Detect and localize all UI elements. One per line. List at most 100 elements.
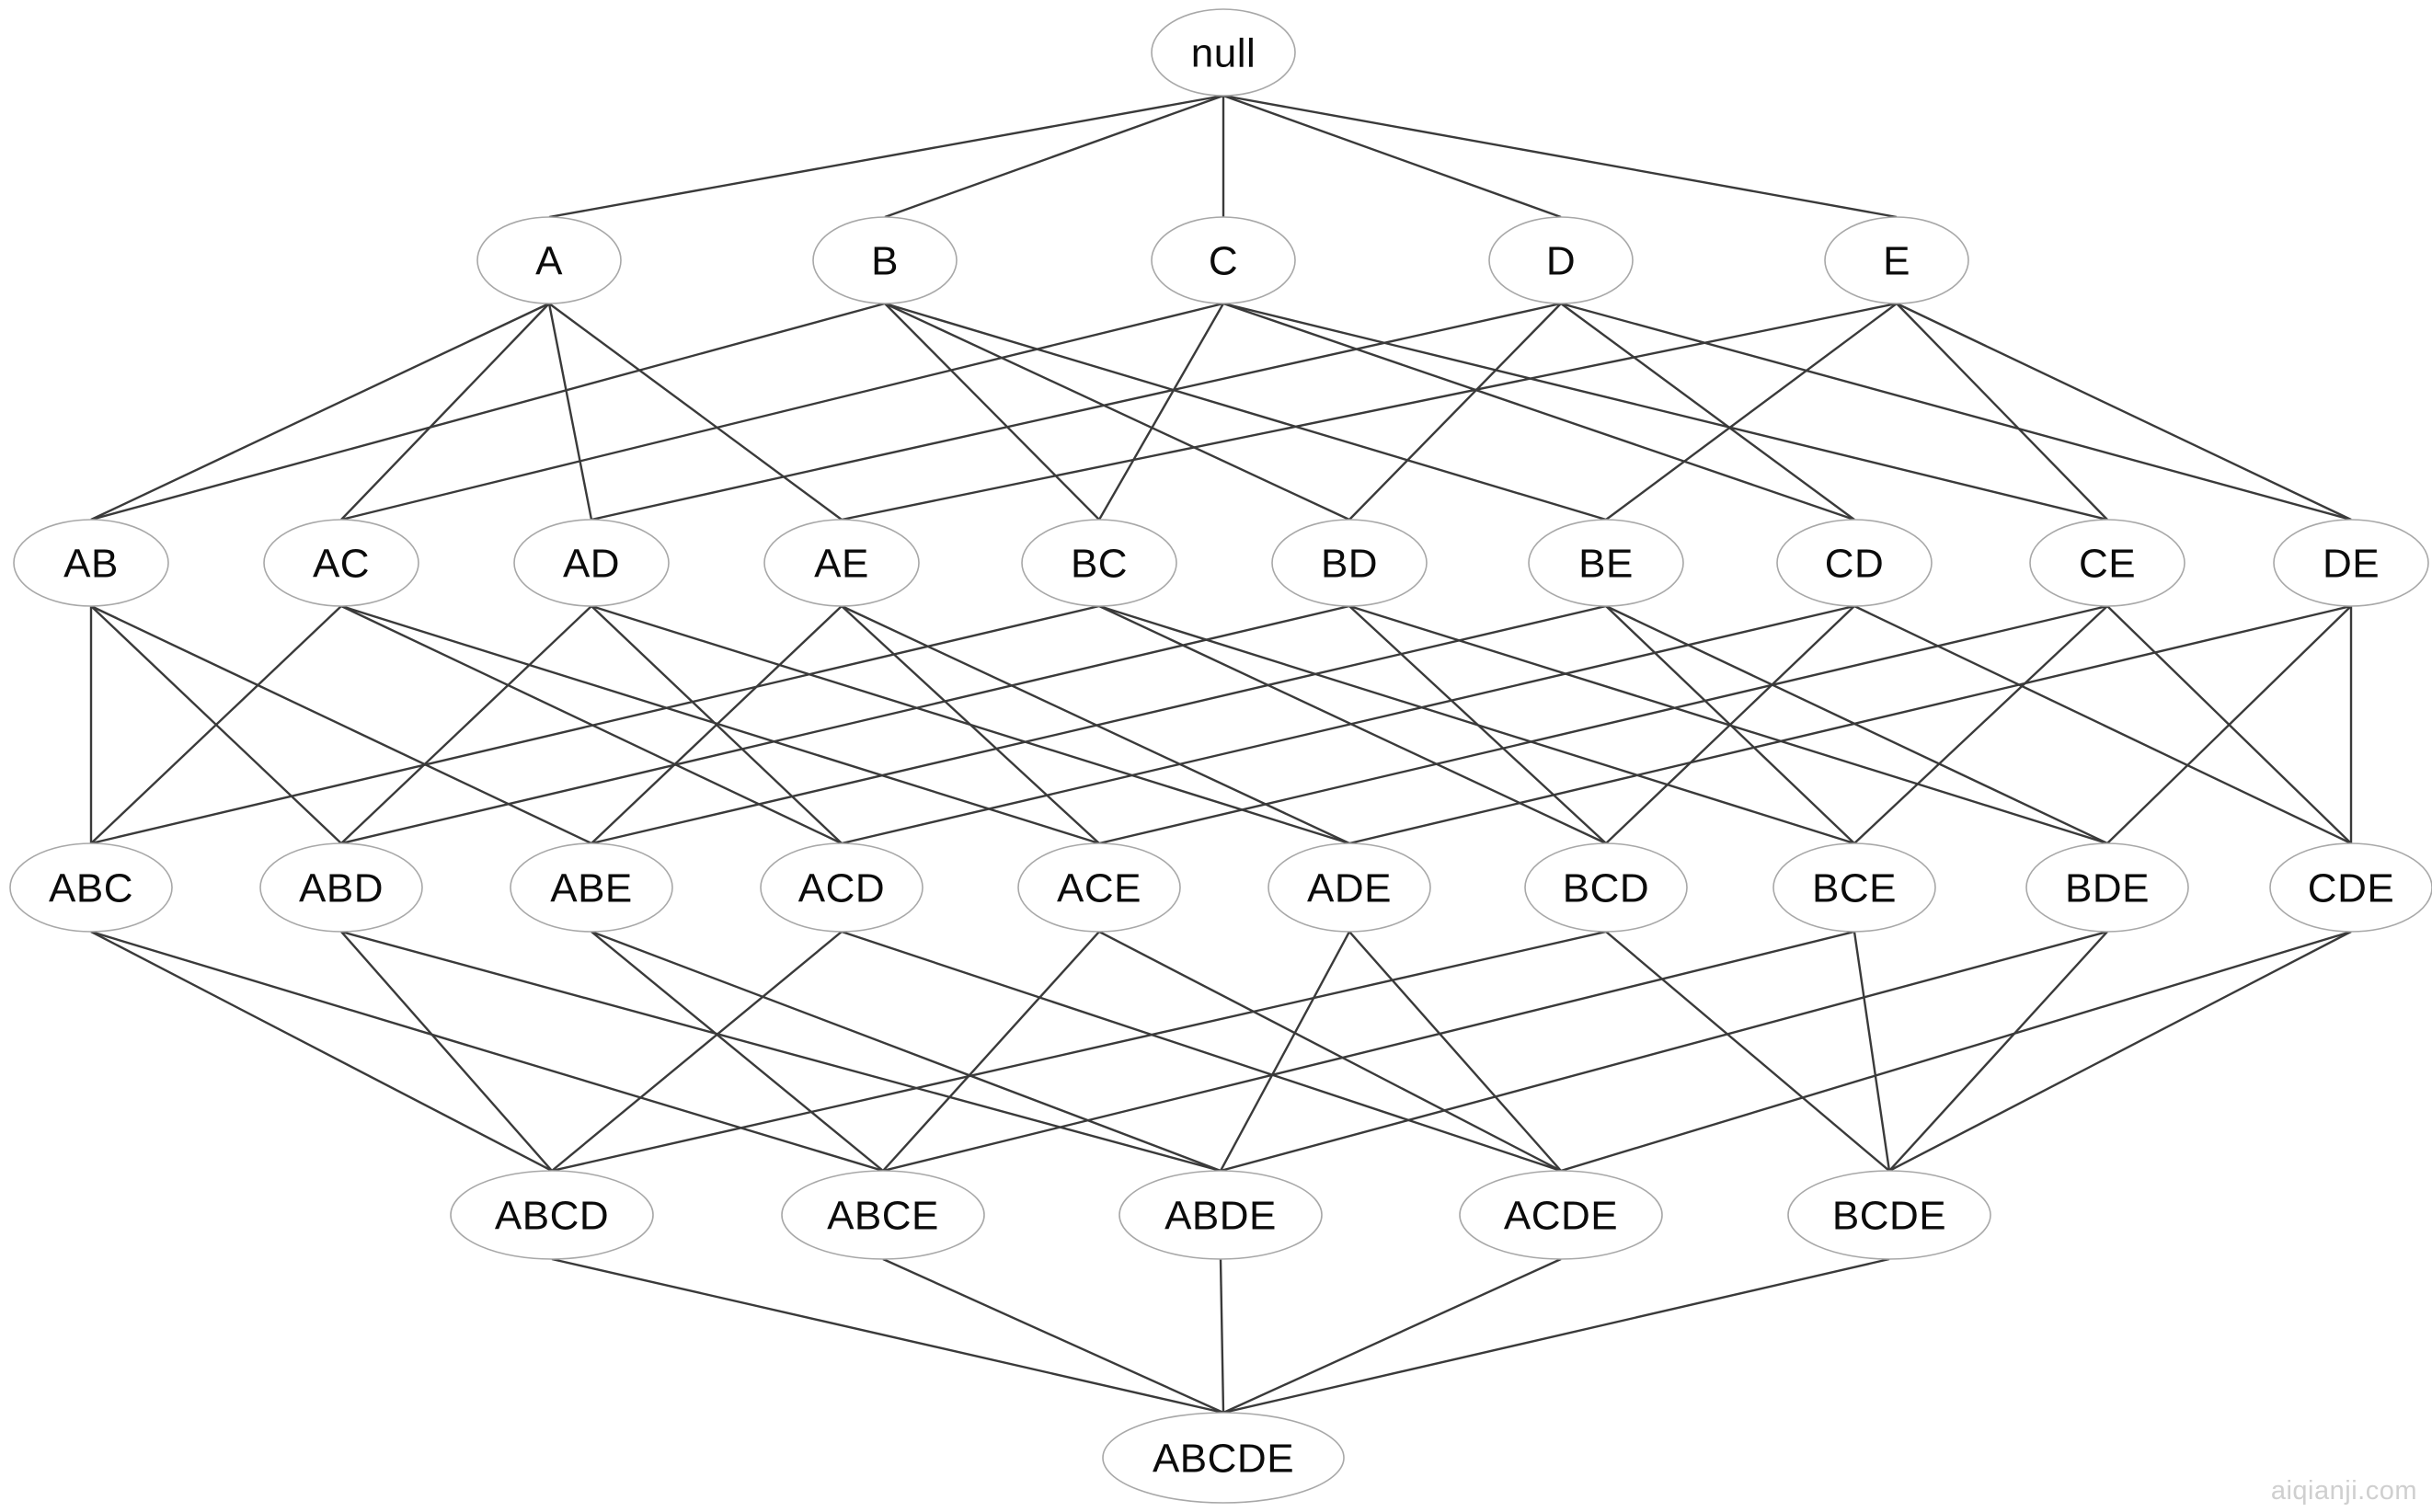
- lattice-edge: [882, 1257, 1224, 1415]
- lattice-edge: [340, 605, 592, 844]
- lattice-edge: [551, 1257, 1224, 1415]
- node-ellipse[interactable]: [760, 842, 923, 933]
- node-label: ABD: [299, 866, 384, 911]
- lattice-edge: [90, 930, 884, 1173]
- lattice-edge: [551, 930, 1607, 1173]
- node-label: BCE: [1812, 866, 1897, 911]
- lattice-node-d[interactable]: D: [1488, 216, 1634, 304]
- node-ellipse[interactable]: [1151, 216, 1296, 304]
- node-label: AB: [63, 542, 119, 587]
- node-ellipse[interactable]: [1017, 842, 1181, 933]
- node-ellipse[interactable]: [9, 842, 173, 933]
- node-ellipse[interactable]: [763, 519, 920, 607]
- node-label: ACD: [798, 866, 885, 911]
- node-ellipse[interactable]: [1528, 519, 1684, 607]
- lattice-edge: [1219, 931, 1351, 1172]
- lattice-node-bde[interactable]: BDE: [2025, 842, 2189, 933]
- node-label: ABE: [550, 866, 633, 911]
- node-ellipse[interactable]: [1787, 1170, 1991, 1260]
- node-ellipse[interactable]: [476, 216, 622, 304]
- lattice-node-cd[interactable]: CD: [1776, 519, 1933, 607]
- lattice-node-bcd[interactable]: BCD: [1524, 842, 1688, 933]
- node-ellipse[interactable]: [450, 1170, 654, 1260]
- node-ellipse[interactable]: [2025, 842, 2189, 933]
- lattice-node-ade[interactable]: ADE: [1268, 842, 1431, 933]
- node-label: BCDE: [1832, 1194, 1946, 1239]
- lattice-node-cde[interactable]: CDE: [2269, 842, 2432, 933]
- lattice-edge: [1222, 302, 2108, 521]
- lattice-edge: [882, 931, 1100, 1172]
- node-ellipse[interactable]: [263, 519, 419, 607]
- lattice-node-e[interactable]: E: [1824, 216, 1969, 304]
- lattice-node-abce[interactable]: ABCE: [781, 1170, 985, 1260]
- node-ellipse[interactable]: [1488, 216, 1634, 304]
- node-ellipse[interactable]: [1118, 1170, 1323, 1260]
- node-ellipse[interactable]: [1524, 842, 1688, 933]
- node-ellipse[interactable]: [2269, 842, 2432, 933]
- node-ellipse[interactable]: [1151, 8, 1296, 97]
- lattice-node-acd[interactable]: ACD: [760, 842, 923, 933]
- lattice-node-ac[interactable]: AC: [263, 519, 419, 607]
- node-label: AD: [563, 542, 620, 587]
- lattice-node-b[interactable]: B: [812, 216, 958, 304]
- node-ellipse[interactable]: [13, 519, 169, 607]
- lattice-node-ace[interactable]: ACE: [1017, 842, 1181, 933]
- lattice-node-abde[interactable]: ABDE: [1118, 1170, 1323, 1260]
- node-ellipse[interactable]: [1772, 842, 1936, 933]
- lattice-edge: [1888, 931, 2108, 1172]
- lattice-edge: [90, 605, 342, 844]
- lattice-edge: [1605, 604, 2108, 845]
- node-ellipse[interactable]: [1021, 519, 1177, 607]
- node-label: BDE: [2065, 866, 2150, 911]
- lattice-node-ce[interactable]: CE: [2029, 519, 2185, 607]
- lattice-edge: [841, 302, 1898, 521]
- lattice-node-abd[interactable]: ABD: [259, 842, 423, 933]
- node-label: ABC: [49, 866, 133, 911]
- lattice-node-de[interactable]: DE: [2273, 519, 2429, 607]
- node-ellipse[interactable]: [781, 1170, 985, 1260]
- lattice-edge: [1853, 605, 2108, 844]
- node-ellipse[interactable]: [2029, 519, 2185, 607]
- node-label: DE: [2323, 542, 2380, 587]
- node-label: ACE: [1057, 866, 1141, 911]
- node-ellipse[interactable]: [1268, 842, 1431, 933]
- lattice-node-ab[interactable]: AB: [13, 519, 169, 607]
- lattice-node-be[interactable]: BE: [1528, 519, 1684, 607]
- node-ellipse[interactable]: [510, 842, 673, 933]
- node-label: E: [1883, 239, 1910, 284]
- lattice-node-ae[interactable]: AE: [763, 519, 920, 607]
- node-label: CD: [1825, 542, 1885, 587]
- lattice-node-bcde[interactable]: BCDE: [1787, 1170, 1991, 1260]
- lattice-edge: [884, 94, 1224, 219]
- node-label: BD: [1321, 542, 1378, 587]
- node-ellipse[interactable]: [259, 842, 423, 933]
- node-ellipse[interactable]: [1459, 1170, 1663, 1260]
- lattice-node-abcd[interactable]: ABCD: [450, 1170, 654, 1260]
- lattice-node-bd[interactable]: BD: [1271, 519, 1428, 607]
- lattice-node-c[interactable]: C: [1151, 216, 1296, 304]
- lattice-node-bc[interactable]: BC: [1021, 519, 1177, 607]
- node-ellipse[interactable]: [812, 216, 958, 304]
- lattice-edge: [90, 302, 886, 521]
- node-label: CDE: [2308, 866, 2394, 911]
- node-label: AE: [814, 542, 869, 587]
- lattice-node-abc[interactable]: ABC: [9, 842, 173, 933]
- lattice-node-abcde[interactable]: ABCDE: [1102, 1412, 1345, 1504]
- node-ellipse[interactable]: [1102, 1412, 1345, 1504]
- node-label: B: [871, 239, 899, 284]
- node-ellipse[interactable]: [1271, 519, 1428, 607]
- lattice-node-null[interactable]: null: [1151, 8, 1296, 97]
- lattice-node-abe[interactable]: ABE: [510, 842, 673, 933]
- lattice-node-acde[interactable]: ACDE: [1459, 1170, 1663, 1260]
- lattice-node-bce[interactable]: BCE: [1772, 842, 1936, 933]
- node-ellipse[interactable]: [2273, 519, 2429, 607]
- lattice-node-a[interactable]: A: [476, 216, 622, 304]
- node-ellipse[interactable]: [1824, 216, 1969, 304]
- node-ellipse[interactable]: [1776, 519, 1933, 607]
- node-ellipse[interactable]: [513, 519, 670, 607]
- node-label: BE: [1578, 542, 1634, 587]
- lattice-edge: [841, 605, 1100, 844]
- lattice-node-ad[interactable]: AD: [513, 519, 670, 607]
- node-label: BC: [1071, 542, 1128, 587]
- node-label: ADE: [1307, 866, 1392, 911]
